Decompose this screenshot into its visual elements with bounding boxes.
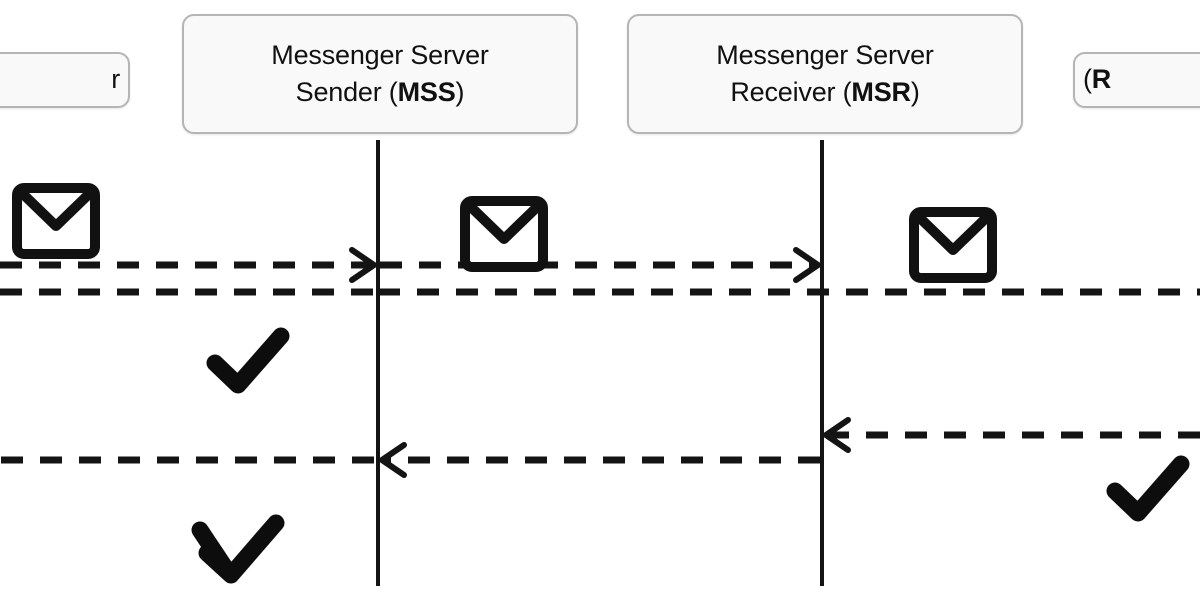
check-single-icon — [206, 327, 290, 394]
check-double-icon — [191, 514, 285, 584]
participant-label-mss: Messenger Server Sender (MSS) — [263, 37, 496, 112]
participant-label-left-partial: r — [111, 64, 120, 95]
participant-right-line2-prefix: ( — [1083, 64, 1092, 95]
participant-box-right-partial[interactable]: (R — [1073, 52, 1200, 108]
participant-box-msr[interactable]: Messenger Server Receiver (MSR) — [627, 14, 1023, 134]
envelope-icon — [12, 183, 100, 259]
message-arrow-6 — [379, 442, 820, 478]
participant-mss-line2-suffix: ) — [455, 77, 465, 107]
participant-mss-line2-prefix: Sender ( — [295, 77, 398, 107]
participant-mss-abbrev: MSS — [397, 77, 456, 107]
message-arrow-5 — [823, 417, 1200, 453]
lifeline-mss — [376, 140, 380, 586]
participant-box-mss[interactable]: Messenger Server Sender (MSS) — [182, 14, 578, 134]
participant-msr-abbrev: MSR — [851, 77, 911, 107]
lifeline-msr — [820, 140, 824, 586]
participant-msr-line2-prefix: Receiver ( — [730, 77, 852, 107]
message-arrow-2 — [380, 247, 821, 283]
participant-msr-line2-suffix: ) — [910, 77, 920, 107]
participant-mss-line1: Messenger Server — [271, 39, 489, 70]
participant-msr-line1: Messenger Server — [716, 39, 934, 70]
participant-right-abbrev: R — [1091, 64, 1112, 95]
participant-label-right-partial: (R — [1075, 61, 1119, 98]
message-arrow-1 — [0, 247, 377, 283]
participant-box-left-partial[interactable]: r — [0, 52, 130, 108]
envelope-icon — [909, 207, 997, 283]
check-single-icon — [1106, 455, 1190, 522]
participant-label-msr: Messenger Server Receiver (MSR) — [708, 37, 941, 112]
envelope-icon — [460, 196, 548, 272]
